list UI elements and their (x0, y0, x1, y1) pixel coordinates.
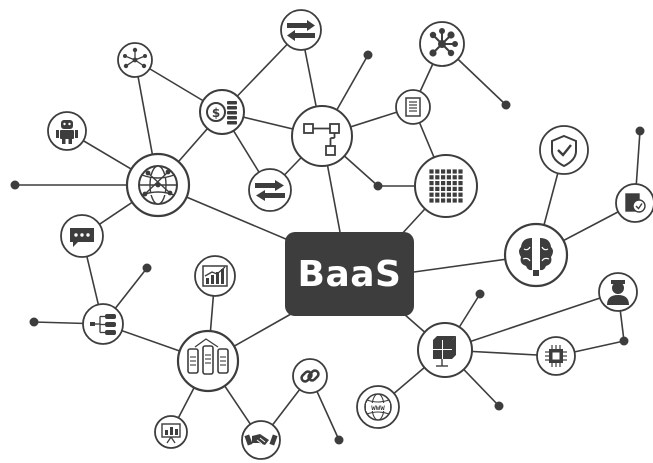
baas-center-node: BaaS (285, 232, 414, 316)
cpu-chip-icon (536, 336, 576, 376)
cubes-icon (417, 322, 473, 378)
svg-text:$: $ (212, 106, 220, 120)
sync-arrows-icon (248, 168, 292, 212)
grid-cell (441, 175, 446, 180)
robot-icon (47, 111, 87, 151)
grid-cell (452, 186, 457, 191)
grid-cell (452, 169, 457, 174)
grid-cell (446, 175, 451, 180)
grid-cell (441, 186, 446, 191)
grid-cell (429, 181, 434, 186)
grid-cell (435, 198, 440, 203)
presentation-icon (154, 415, 188, 449)
grid-cell (458, 169, 463, 174)
grid-cell (435, 175, 440, 180)
document-icon (395, 89, 431, 125)
center-label: BaaS (297, 253, 402, 295)
shield-check-icon (539, 125, 589, 175)
grid-cell (446, 198, 451, 203)
grid-cell (429, 186, 434, 191)
grid-matrix-icon (414, 154, 478, 218)
handshake-icon (241, 420, 281, 460)
grid-cell (458, 181, 463, 186)
chat-bubble-icon (60, 214, 104, 258)
grid-cell (446, 186, 451, 191)
grid-cell (458, 198, 463, 203)
brain-icon (503, 222, 569, 288)
grid-cell (458, 192, 463, 197)
grid-cell (435, 186, 440, 191)
grid-cell (435, 169, 440, 174)
grid-cell (452, 192, 457, 197)
grid-cell (452, 198, 457, 203)
grid-cell (441, 192, 446, 197)
grid-cell (441, 198, 446, 203)
grid-cell (452, 175, 457, 180)
checklist-icon (615, 183, 653, 223)
mobile-devices-icon (176, 329, 240, 393)
molecule-icon (419, 21, 465, 67)
svg-text:www: www (371, 403, 385, 412)
grid-cell (458, 186, 463, 191)
grid-cell (435, 192, 440, 197)
bar-chart-icon (194, 255, 236, 297)
grid-cell (429, 169, 434, 174)
person-icon (598, 272, 638, 312)
flowchart-icon (291, 105, 353, 167)
grid-cell (452, 181, 457, 186)
grid-cell (429, 198, 434, 203)
grid-cell (429, 175, 434, 180)
hierarchy-icon (82, 303, 124, 345)
network-graph-icon (117, 42, 153, 78)
grid-cell (435, 181, 440, 186)
link-chain-icon (292, 358, 328, 394)
grid-cell (446, 192, 451, 197)
coins-icon: $ (199, 89, 245, 135)
grid-cell (446, 169, 451, 174)
grid-cell (441, 181, 446, 186)
grid-cell (441, 169, 446, 174)
www-globe-icon: www (356, 385, 400, 429)
grid-cell (458, 175, 463, 180)
globe-network-icon (125, 152, 191, 218)
grid-cell (429, 192, 434, 197)
sync-arrows-icon (280, 9, 322, 51)
grid-cell (446, 181, 451, 186)
endpoint-dots (10, 50, 645, 445)
